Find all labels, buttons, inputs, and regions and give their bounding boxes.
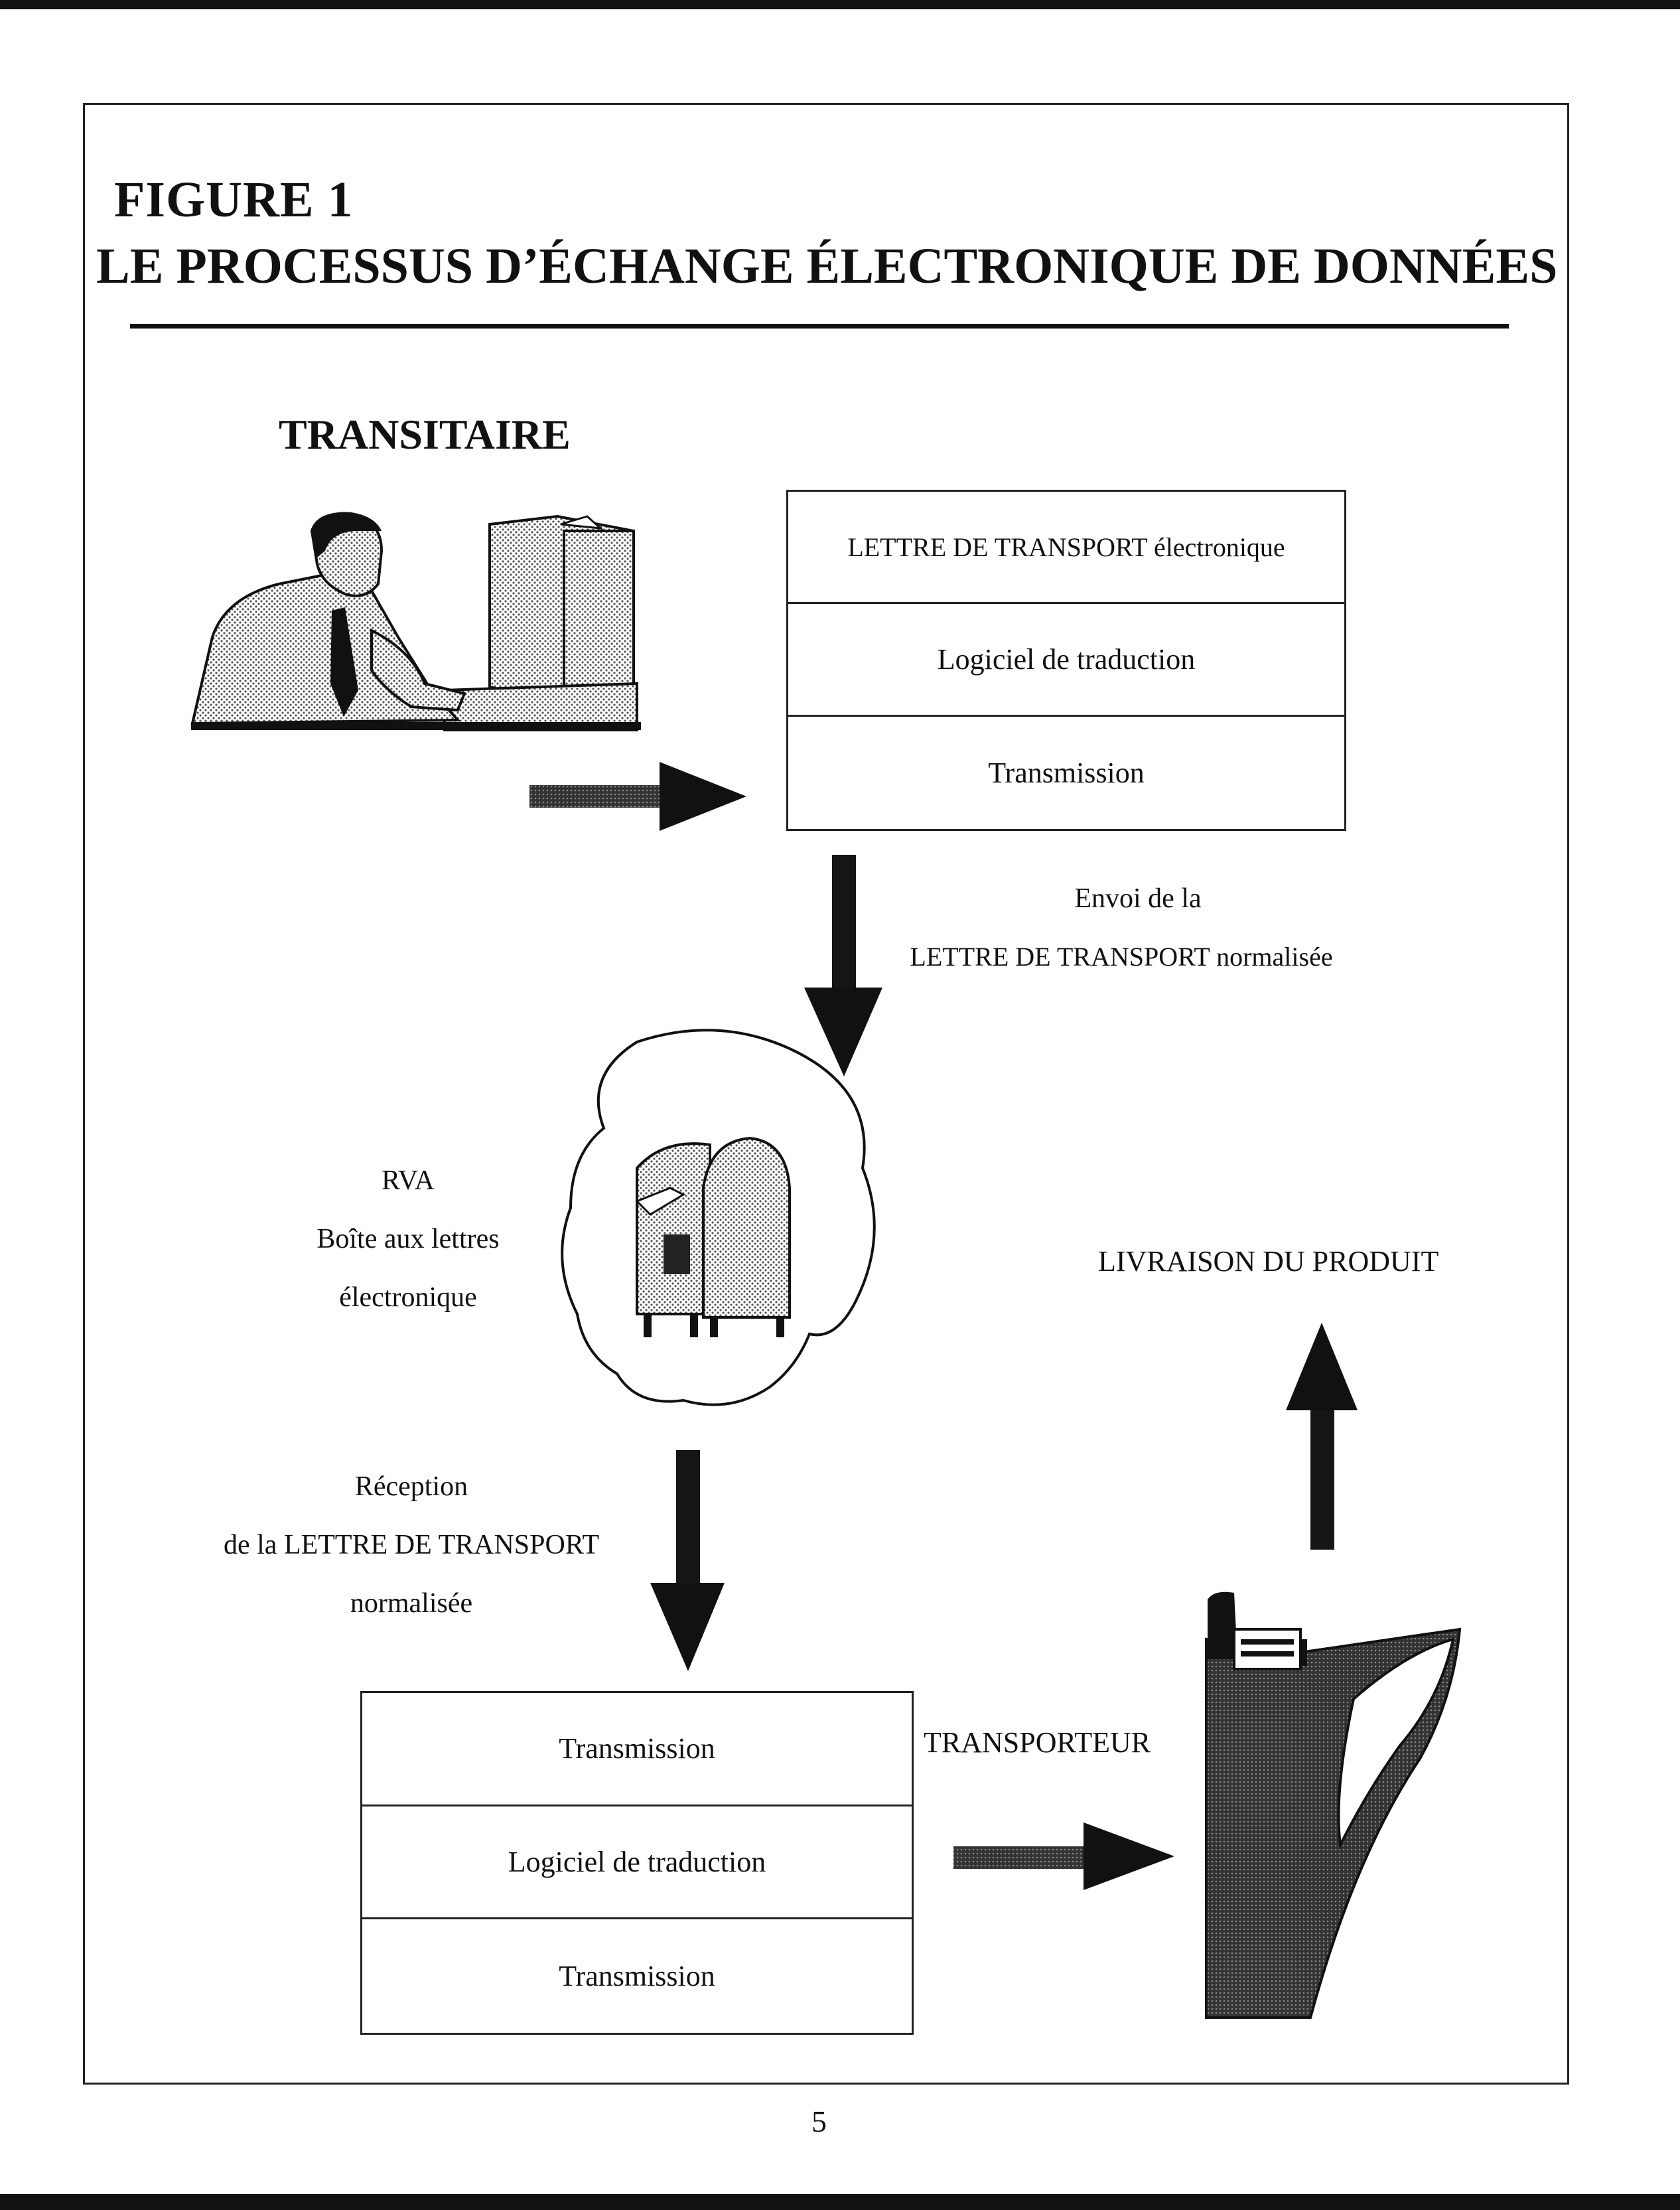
page-number: 5 <box>811 2104 827 2138</box>
arrow-right-to-sender-stack <box>529 762 746 831</box>
receive-caption: Réception de la LETTRE DE TRANSPORT norm… <box>159 1457 664 1633</box>
arrow-down-to-receiver-stack <box>650 1450 725 1671</box>
send-caption-line1: Envoi de la <box>1074 883 1202 914</box>
receiver-stack-row: Logiciel de traduction <box>362 1806 912 1920</box>
arrow-down-to-mailbox <box>804 855 882 1076</box>
scan-edge-bottom <box>0 2194 1680 2210</box>
send-caption: Envoi de la LETTRE DE TRANSPORT normalis… <box>856 869 1387 986</box>
mailbox-caption: RVA Boîte aux lettres électronique <box>252 1151 564 1327</box>
figure-title: LE PROCESSUS D’ÉCHANGE ÉLECTRONIQUE DE D… <box>96 238 1558 294</box>
mailbox-icon <box>635 1136 791 1337</box>
receive-caption-line2: de la LETTRE DE TRANSPORT <box>224 1530 599 1560</box>
sender-label: TRANSITAIRE <box>279 411 571 458</box>
figure-frame <box>83 103 1569 2085</box>
mailbox-caption-line2: Boîte aux lettres <box>316 1224 500 1254</box>
carrier-label: TRANSPORTEUR <box>924 1726 1151 1759</box>
receive-caption-line1: Réception <box>354 1471 468 1502</box>
figure-number: FIGURE 1 <box>114 172 354 228</box>
sender-stack-row: Transmission <box>988 756 1145 789</box>
person-at-computer-icon <box>190 512 641 731</box>
delivery-label: LIVRAISON DU PRODUIT <box>1098 1245 1439 1278</box>
arrow-right-to-ship <box>953 1822 1174 1890</box>
mailbox-caption-line3: électronique <box>339 1282 477 1313</box>
title-rule <box>130 324 1509 329</box>
receiver-stack-row: Transmission <box>362 1693 912 1806</box>
ship-icon <box>1205 1591 1462 2019</box>
sender-stack-row: Logiciel de traduction <box>788 604 1344 717</box>
receiver-stack-row: Transmission <box>559 1960 715 1993</box>
send-caption-line2: LETTRE DE TRANSPORT normalisée <box>910 942 1333 972</box>
sender-stack-row: LETTRE DE TRANSPORT électronique <box>788 492 1344 605</box>
arrow-up-to-delivery <box>1286 1323 1358 1550</box>
sender-stack: LETTRE DE TRANSPORT électronique Logicie… <box>786 490 1346 831</box>
receive-caption-line3: normalisée <box>350 1588 473 1619</box>
receiver-stack: Transmission Logiciel de traduction Tran… <box>360 1691 914 2035</box>
mailbox-caption-line1: RVA <box>382 1165 435 1196</box>
scan-edge-top <box>0 0 1680 9</box>
